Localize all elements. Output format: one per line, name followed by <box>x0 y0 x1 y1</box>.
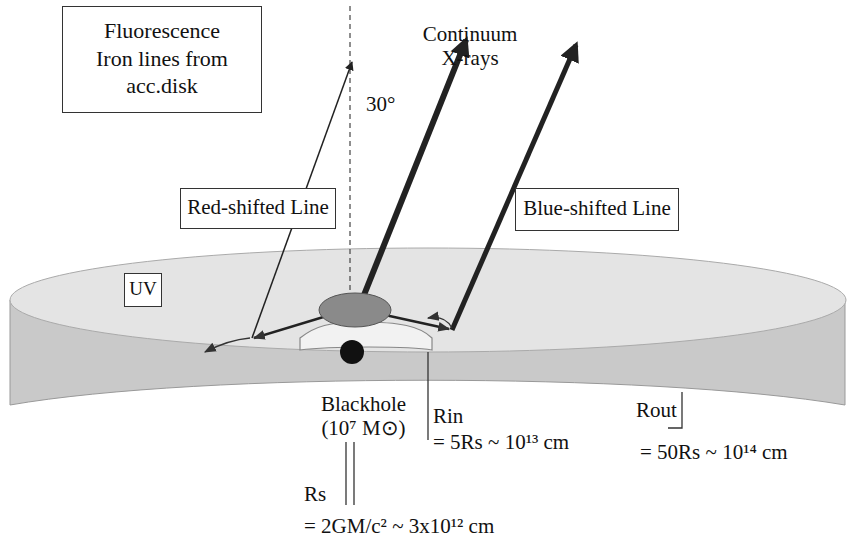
uv-arrow <box>428 317 452 328</box>
annotation-label: Continuum X-rays <box>410 22 530 70</box>
black-hole <box>340 340 364 364</box>
title-box: Fluorescence Iron lines from acc.disk <box>62 6 262 113</box>
uv-arrow <box>205 338 250 352</box>
disk-surface <box>10 248 846 352</box>
annotation-label: Rs <box>304 482 326 506</box>
continuum-ray <box>360 40 466 305</box>
label-box: Blue-shifted Line <box>515 188 679 231</box>
annotation-label: = 50Rs ~ 10¹⁴ cm <box>640 440 788 464</box>
box-text: Blue-shifted Line <box>523 195 671 221</box>
rs-leader <box>353 442 354 505</box>
corona <box>319 293 391 327</box>
rin-leader <box>427 352 428 440</box>
label-box: UV <box>124 273 162 307</box>
annotation-label: = 5Rs ~ 10¹³ cm <box>433 430 569 454</box>
axis-line <box>349 6 350 290</box>
annotation-label: Blackhole (10⁷ M⊙) <box>306 392 421 440</box>
annotation-label: Rin <box>433 404 463 428</box>
illumination-arrow <box>254 315 330 338</box>
annotation-label: Rout <box>636 398 677 422</box>
illumination-arrow <box>385 315 449 329</box>
annotation-label: = 2GM/c² ~ 3x10¹² cm <box>304 514 494 538</box>
rs-leader <box>345 442 346 505</box>
box-text: Red-shifted Line <box>187 194 329 220</box>
box-text: Fluorescence Iron lines from acc.disk <box>87 17 237 100</box>
label-box: Red-shifted Line <box>180 188 336 229</box>
box-text: UV <box>129 277 156 301</box>
angle-label: 30° <box>366 92 395 116</box>
